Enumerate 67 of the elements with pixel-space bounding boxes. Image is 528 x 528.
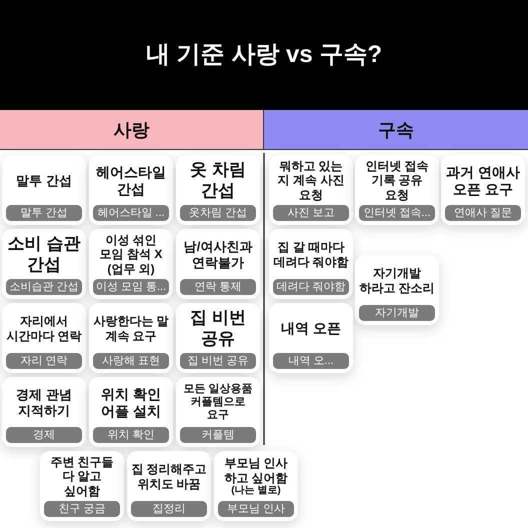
note-remark: (나는 별로): [231, 484, 281, 497]
category-tag: 자기개발: [359, 305, 435, 321]
note-card: [441, 155, 525, 225]
note-card: [2, 303, 86, 373]
note-card: [2, 377, 86, 447]
category-tag: 연락 통제: [180, 279, 256, 295]
note-card: [355, 255, 439, 325]
note-card: [214, 451, 298, 521]
note-card: [89, 229, 173, 299]
column-header: 구속: [264, 110, 528, 150]
category-tag: 데려다 줘야함: [273, 279, 349, 295]
category-tag: 친구 궁금: [44, 501, 120, 517]
note-card: [89, 155, 173, 225]
note-card: [40, 451, 124, 521]
note-text: 부모님 인사 하고 싶어함: [223, 456, 289, 484]
note-card: [176, 229, 260, 299]
category-tag: 사랑해 표현: [93, 353, 169, 369]
category-tag: 이성 모임 통...: [93, 279, 169, 295]
category-tag: 사진 보고: [273, 205, 349, 221]
category-tag: 집 비번 공유: [180, 353, 256, 369]
category-tag: 말투 간섭: [6, 205, 82, 221]
category-tag: 옷차림 간섭: [180, 205, 256, 221]
note-text: 위치 확인 어플 설치: [100, 386, 162, 420]
note-text: 자리에서 시간마다 연락: [5, 314, 83, 343]
note-card: [355, 155, 439, 225]
category-tag: 집정리: [131, 501, 207, 517]
note-text: 뭐하고 있는 지 계속 사진 요청: [276, 158, 346, 202]
note-card: [89, 303, 173, 373]
note-card: [176, 155, 260, 225]
note-card: [269, 303, 353, 373]
category-tag: 연애사 질문: [445, 205, 521, 221]
note-card: [269, 155, 353, 225]
category-tag: 인터넷 접속...: [359, 205, 435, 221]
note-card: [2, 155, 86, 225]
category-tag: 소비습관 간섭: [6, 279, 82, 295]
note-card: [89, 377, 173, 447]
note-text: 주변 친구들 다 알고 싶어함: [49, 454, 115, 498]
note-text: 경제 관념 지적하기: [15, 386, 73, 418]
note-text: 내역 오픈: [281, 320, 341, 337]
note-card: [2, 229, 86, 299]
note-card: [176, 377, 260, 447]
note-text: 인터넷 접속 기록 공유 요청: [364, 158, 430, 202]
title: 내 기준 사랑 vs 구속?: [146, 40, 382, 70]
note-text: 사랑한다는 말 계속 요구: [92, 314, 170, 343]
category-tag: 자리 연락: [6, 353, 82, 369]
note-card: [127, 451, 211, 521]
note-text: 이성 섞인 모임 참석 X (업무 외): [98, 232, 164, 276]
note-text: 집 정리해주고 위치도 바꿈: [130, 462, 208, 491]
note-text: 옷 차림 간섭: [189, 160, 247, 201]
column-header: 사랑: [0, 110, 264, 150]
note-text: 말투 간섭: [16, 172, 72, 188]
category-tag: 부모님 인사: [218, 501, 294, 517]
note-text: 자기개발 하라고 잔소리: [358, 266, 436, 295]
note-text: 집 갈 때마다 데려다 줘야함: [272, 240, 350, 269]
category-tag: 커플템: [180, 427, 256, 443]
category-tag: 헤어스타일 ...: [93, 205, 169, 221]
category-tag: 내역 오...: [273, 353, 349, 369]
note-text: 남/여사친과 연락불가: [182, 238, 254, 270]
note-text: 헤어스타일 간섭: [95, 164, 167, 198]
category-tag: 위치 확인: [93, 427, 169, 443]
category-tag: 경제: [6, 427, 82, 443]
note-text: 집 비번 공유: [189, 308, 247, 349]
note-text: 모든 일상용품 커플템으로 요구: [182, 382, 254, 422]
note-card: [269, 229, 353, 299]
note-card: [176, 303, 260, 373]
note-text: 소비 습관 간섭: [6, 234, 82, 275]
note-text: 과거 연애사 오픈 요구: [445, 164, 521, 198]
